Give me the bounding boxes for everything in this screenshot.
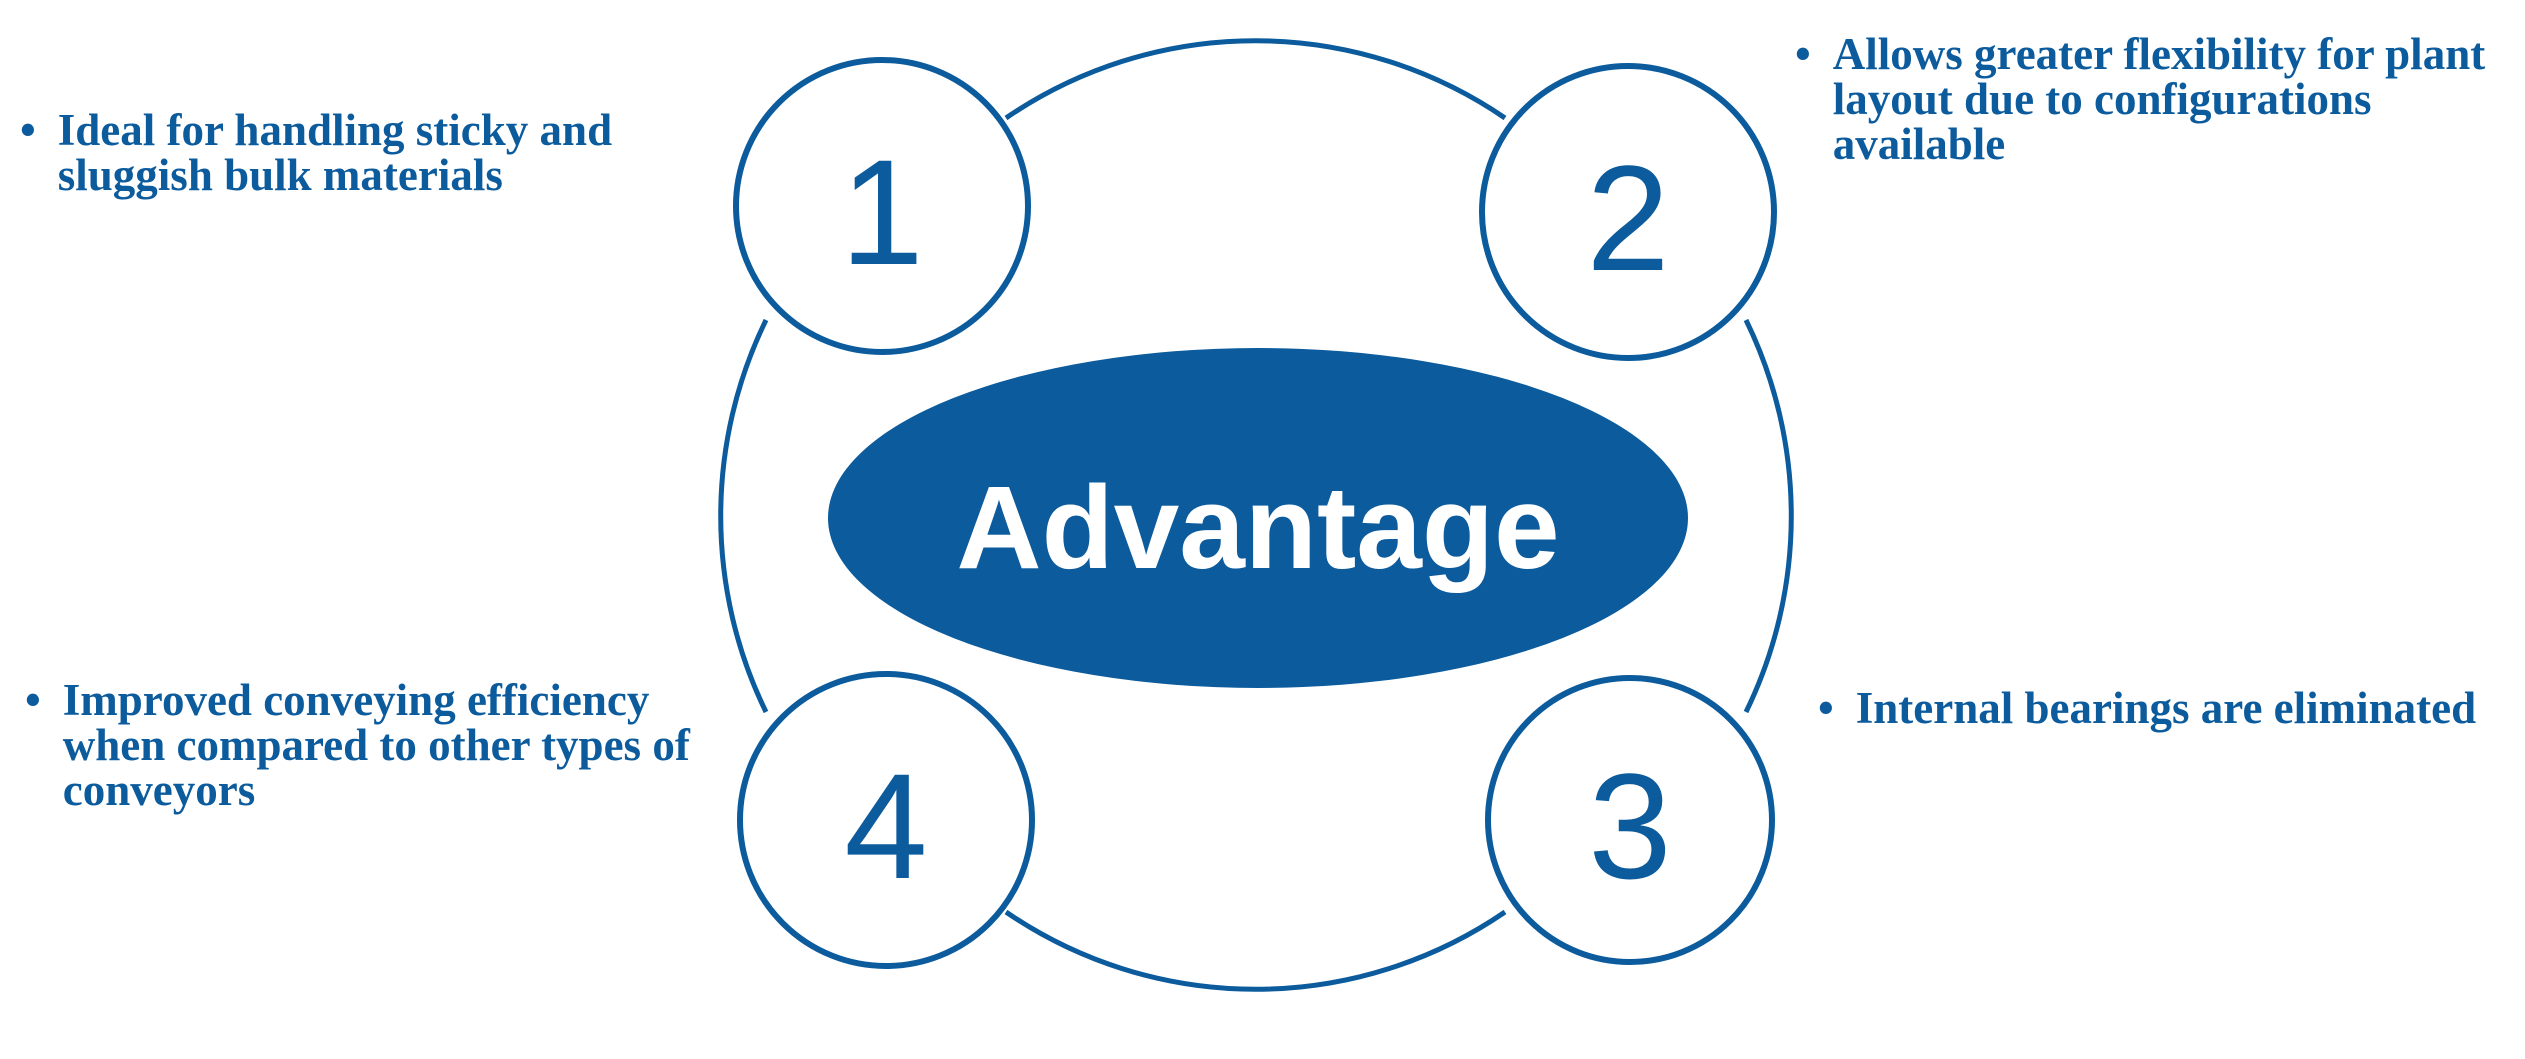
node-number-3: 3 <box>1588 742 1671 910</box>
center-ellipse-group[interactable]: Advantage <box>828 348 1688 688</box>
center-label: Advantage <box>956 462 1559 594</box>
ring-connector-arcs <box>718 38 1794 992</box>
ring-arc-left <box>718 318 769 714</box>
bullet-block-2: • Allows greater flexibility for plant l… <box>1795 32 2495 167</box>
node-number-2: 2 <box>1586 134 1669 302</box>
bullet-block-3: • Internal bearings are eliminated <box>1818 686 2518 731</box>
node-circle-3[interactable] <box>1485 675 1775 965</box>
ring-arc-right <box>1743 318 1794 714</box>
node-circle-3-group[interactable]: 3 <box>1485 675 1775 965</box>
bullet-text-2: Allows greater flexibility for plant lay… <box>1832 29 2486 169</box>
ring-arc-bottom <box>1004 909 1507 992</box>
bullet-text-4: Improved conveying efficiency when compa… <box>62 675 690 815</box>
node-circle-1[interactable] <box>733 57 1031 355</box>
bullet-text-3: Internal bearings are eliminated <box>1855 683 2477 733</box>
node-circle-4[interactable] <box>737 671 1035 969</box>
ring-arc-top <box>1004 38 1507 121</box>
node-number-1: 1 <box>840 128 923 296</box>
bullet-marker-icon-1: • <box>20 105 36 155</box>
bullet-text-1: Ideal for handling sticky and sluggish b… <box>57 105 613 200</box>
bullet-marker-icon-3: • <box>1818 683 1834 733</box>
node-number-4: 4 <box>844 742 927 910</box>
bullet-marker-icon-4: • <box>25 675 41 725</box>
bullet-block-4: • Improved conveying efficiency when com… <box>25 678 725 813</box>
bullet-marker-icon-2: • <box>1795 29 1811 79</box>
node-circle-4-group[interactable]: 4 <box>737 671 1035 969</box>
node-circle-2[interactable] <box>1479 63 1777 361</box>
node-circle-2-group[interactable]: 2 <box>1479 63 1777 361</box>
node-circle-1-group[interactable]: 1 <box>733 57 1031 355</box>
bullet-block-1: • Ideal for handling sticky and sluggish… <box>20 108 710 198</box>
center-ellipse[interactable] <box>828 348 1688 688</box>
